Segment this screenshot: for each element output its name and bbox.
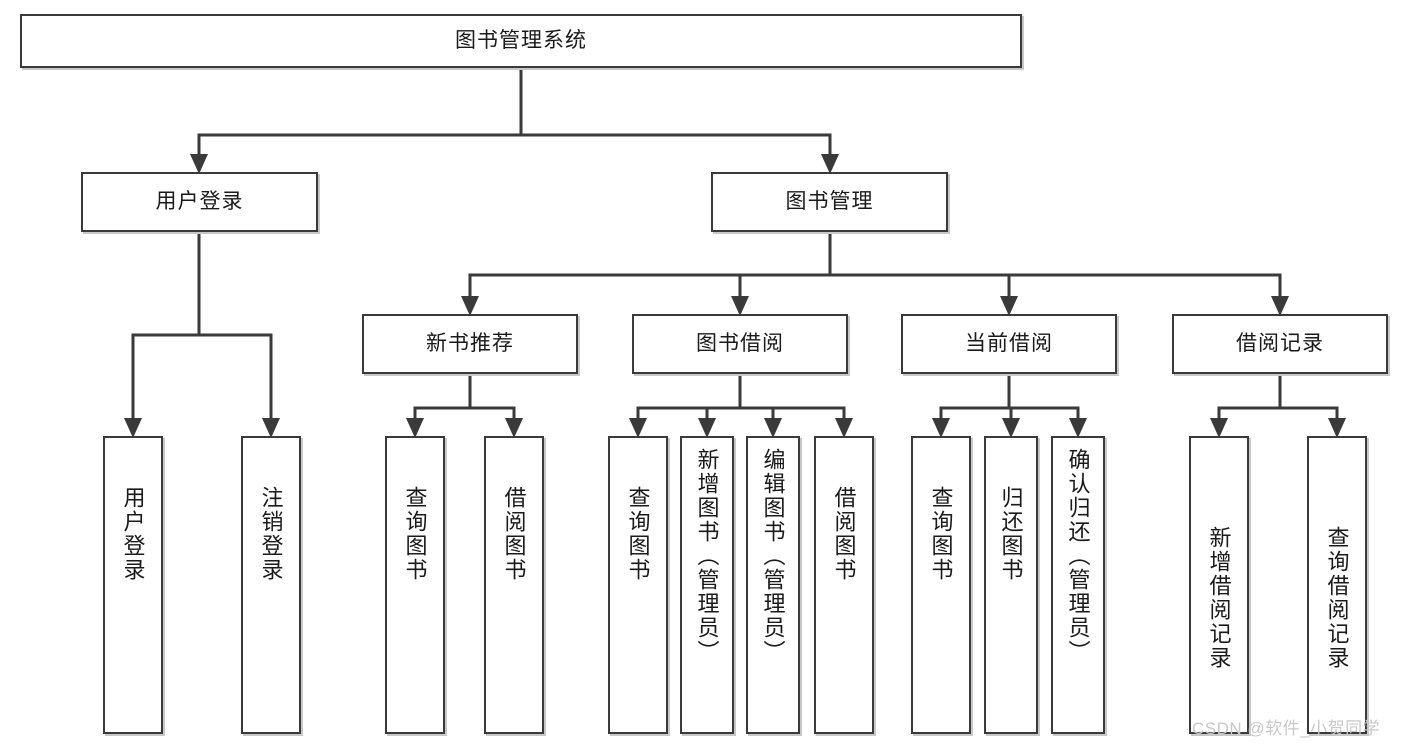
arrow-book-borrow-icon	[731, 296, 749, 316]
node-label: 注销登录	[258, 486, 284, 582]
node-label: 归还图书	[998, 486, 1024, 582]
watermark: CSDN @软件_小贺同学	[1192, 719, 1381, 738]
node-label: 用户登录	[120, 486, 146, 582]
node-user-login[interactable]: 用户登录	[81, 172, 318, 232]
node-leaf-user-login[interactable]: 用户登录	[103, 436, 163, 734]
arrow-new-book-rec-icon	[461, 296, 479, 316]
arrow-user-login-icon	[190, 154, 208, 174]
node-current-borrow[interactable]: 当前借阅	[901, 314, 1117, 374]
node-label: 新增图书（管理员）	[694, 448, 720, 664]
node-label: 查询图书	[402, 486, 428, 582]
node-label: 查询图书	[928, 486, 954, 582]
node-label: 新书推荐	[426, 331, 514, 355]
arrow-leaf-query-book-2-icon	[629, 418, 647, 438]
node-label: 查询借阅记录	[1324, 526, 1350, 670]
arrow-current-borrow-icon	[1000, 296, 1018, 316]
node-leaf-confirm-return[interactable]: 确认归还（管理员）	[1051, 436, 1105, 734]
arrow-leaf-query-book-1-icon	[406, 418, 424, 438]
node-book-borrow[interactable]: 图书借阅	[632, 314, 848, 374]
node-label: 编辑图书（管理员）	[760, 448, 786, 664]
node-leaf-edit-book[interactable]: 编辑图书（管理员）	[746, 436, 800, 734]
arrow-leaf-borrow-book-2-icon	[835, 418, 853, 438]
node-leaf-return-book[interactable]: 归还图书	[984, 436, 1038, 734]
arrow-leaf-add-record-icon	[1210, 418, 1228, 438]
node-label: 查询图书	[625, 486, 651, 582]
arrow-leaf-query-book-3-icon	[932, 418, 950, 438]
arrow-borrow-record-icon	[1271, 296, 1289, 316]
node-label: 借阅记录	[1236, 331, 1324, 355]
node-leaf-add-record[interactable]: 新增借阅记录	[1189, 436, 1249, 734]
node-label: 用户登录	[155, 189, 244, 213]
node-label: 新增借阅记录	[1206, 526, 1232, 670]
node-leaf-add-book[interactable]: 新增图书（管理员）	[680, 436, 734, 734]
node-book-manage[interactable]: 图书管理	[711, 172, 948, 232]
arrow-leaf-return-book-icon	[1002, 418, 1020, 438]
node-label: 图书管理	[785, 189, 874, 213]
node-leaf-user-logout[interactable]: 注销登录	[241, 436, 301, 734]
arrow-leaf-borrow-book-1-icon	[505, 418, 523, 438]
node-label: 借阅图书	[831, 486, 857, 582]
node-leaf-query-record[interactable]: 查询借阅记录	[1307, 436, 1367, 734]
node-label: 图书借阅	[696, 331, 784, 355]
node-label: 当前借阅	[965, 331, 1053, 355]
arrow-leaf-query-record-icon	[1328, 418, 1346, 438]
node-leaf-borrow-book-1[interactable]: 借阅图书	[484, 436, 544, 734]
node-root[interactable]: 图书管理系统	[20, 14, 1022, 68]
node-leaf-query-book-2[interactable]: 查询图书	[608, 436, 668, 734]
node-label: 借阅图书	[501, 486, 527, 582]
arrow-book-manage-icon	[821, 154, 839, 174]
arrow-leaf-user-logout-icon	[262, 418, 280, 438]
arrow-leaf-user-login-icon	[124, 418, 142, 438]
node-borrow-record[interactable]: 借阅记录	[1172, 314, 1388, 374]
node-leaf-query-book-1[interactable]: 查询图书	[385, 436, 445, 734]
node-new-book-rec[interactable]: 新书推荐	[362, 314, 578, 374]
arrow-leaf-edit-book-icon	[764, 418, 782, 438]
node-leaf-query-book-3[interactable]: 查询图书	[911, 436, 971, 734]
node-label: 图书管理系统	[455, 28, 587, 52]
arrow-leaf-add-book-icon	[698, 418, 716, 438]
arrow-leaf-confirm-return-icon	[1069, 418, 1087, 438]
node-leaf-borrow-book-2[interactable]: 借阅图书	[814, 436, 874, 734]
node-label: 确认归还（管理员）	[1065, 448, 1091, 664]
